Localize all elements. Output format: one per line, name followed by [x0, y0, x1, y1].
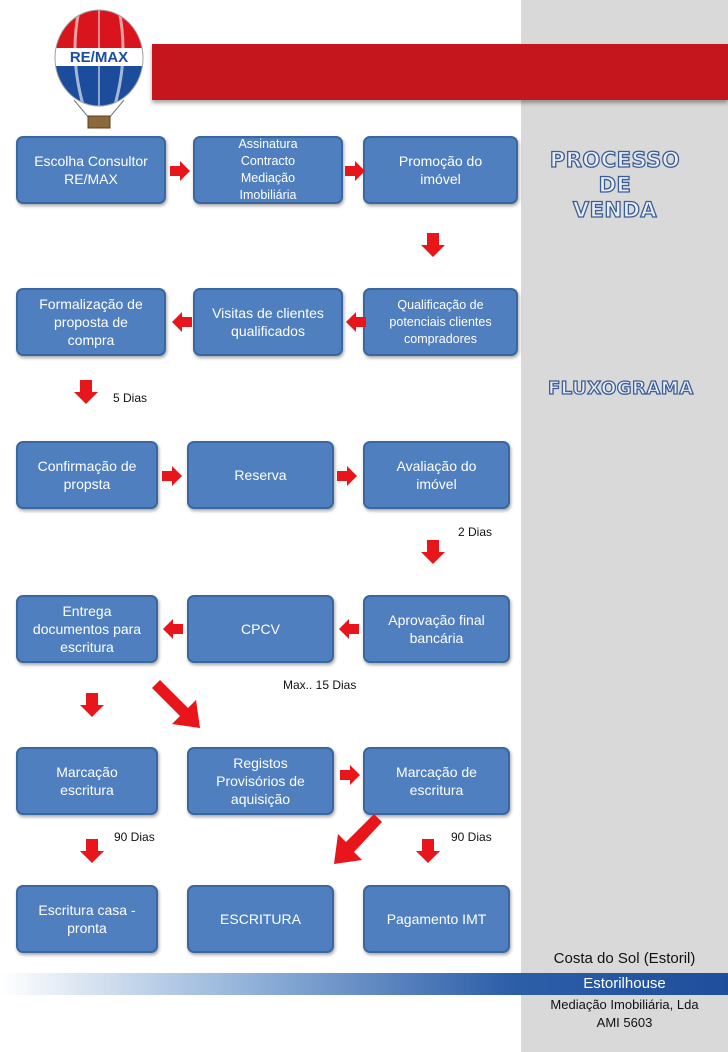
- header-red-bar: [152, 44, 728, 100]
- arrow-right-icon: [337, 466, 357, 486]
- arrow-right-icon: [162, 466, 182, 486]
- footer-line-2: AMI 5603: [596, 1015, 653, 1030]
- box-cpcv: CPCV: [187, 595, 334, 663]
- box-escritura: ESCRITURA: [187, 885, 334, 953]
- box-qualificacao-clientes: Qualificação de potenciais clientes comp…: [363, 288, 518, 356]
- arrow-down-icon: [421, 233, 445, 257]
- arrow-left-icon: [163, 619, 183, 639]
- arrow-down-icon: [416, 839, 440, 863]
- title-processo-de-venda: PROCESSO DE VENDA: [549, 147, 681, 222]
- duration-label-90-dias: 90 Dias: [451, 830, 492, 844]
- right-sidebar: [521, 0, 728, 1052]
- logo-brand-text: RE/MAX: [70, 49, 128, 66]
- box-registos-provisorios: Registos Provisórios de aquisição: [187, 747, 334, 815]
- box-formalizacao-proposta: Formalização de proposta de compra: [16, 288, 166, 356]
- duration-label-5-dias: 5 Dias: [113, 391, 148, 405]
- duration-label-90-dias: 90 Dias: [114, 830, 155, 844]
- arrow-left-icon: [339, 619, 359, 639]
- title-fluxograma: FLUXOGRAMA: [547, 377, 694, 399]
- duration-label-2-dias: 2 Dias: [458, 525, 493, 539]
- footer-location: Costa do Sol (Estoril): [553, 950, 696, 967]
- arrow-down-icon: [74, 380, 98, 404]
- box-pagamento-imt: Pagamento IMT: [363, 885, 510, 953]
- footer-line-1: Mediação Imobiliária, Lda: [550, 997, 699, 1012]
- arrow-left-icon: [346, 312, 366, 332]
- footer-blue-bar: [0, 973, 728, 995]
- box-reserva: Reserva: [187, 441, 334, 509]
- arrow-down-right-icon: [152, 680, 200, 728]
- arrow-down-icon: [80, 839, 104, 863]
- arrow-right-icon: [170, 161, 190, 181]
- box-marcacao-escritura: Marcação escritura: [16, 747, 158, 815]
- box-promocao-imovel: Promoção do imóvel: [363, 136, 518, 204]
- arrow-right-icon: [340, 765, 360, 785]
- arrow-left-icon: [172, 312, 192, 332]
- box-aprovacao-bancaria: Aprovação final bancária: [363, 595, 510, 663]
- remax-balloon-logo: RE/MAX: [54, 9, 144, 129]
- arrow-down-left-icon: [334, 814, 382, 864]
- box-escolha-consultor: Escolha Consultor RE/MAX: [16, 136, 166, 204]
- arrow-down-icon: [80, 693, 104, 717]
- box-entrega-documentos: Entrega documentos para escritura: [16, 595, 158, 663]
- box-assinatura-contracto: Assinatura Contracto Mediação Imobiliári…: [193, 136, 343, 204]
- box-confirmacao-proposta: Confirmação de propsta: [16, 441, 158, 509]
- box-avaliacao-imovel: Avaliação do imóvel: [363, 441, 510, 509]
- box-escritura-casa-pronta: Escritura casa - pronta: [16, 885, 158, 953]
- arrow-right-icon: [345, 161, 365, 181]
- footer-company: Estorilhouse: [583, 975, 666, 992]
- duration-label-max-15-dias: Max.. 15 Dias: [283, 678, 357, 692]
- arrow-down-icon: [421, 540, 445, 564]
- box-marcacao-de-escritura: Marcação de escritura: [363, 747, 510, 815]
- box-visitas-clientes: Visitas de clientes qualificados: [193, 288, 343, 356]
